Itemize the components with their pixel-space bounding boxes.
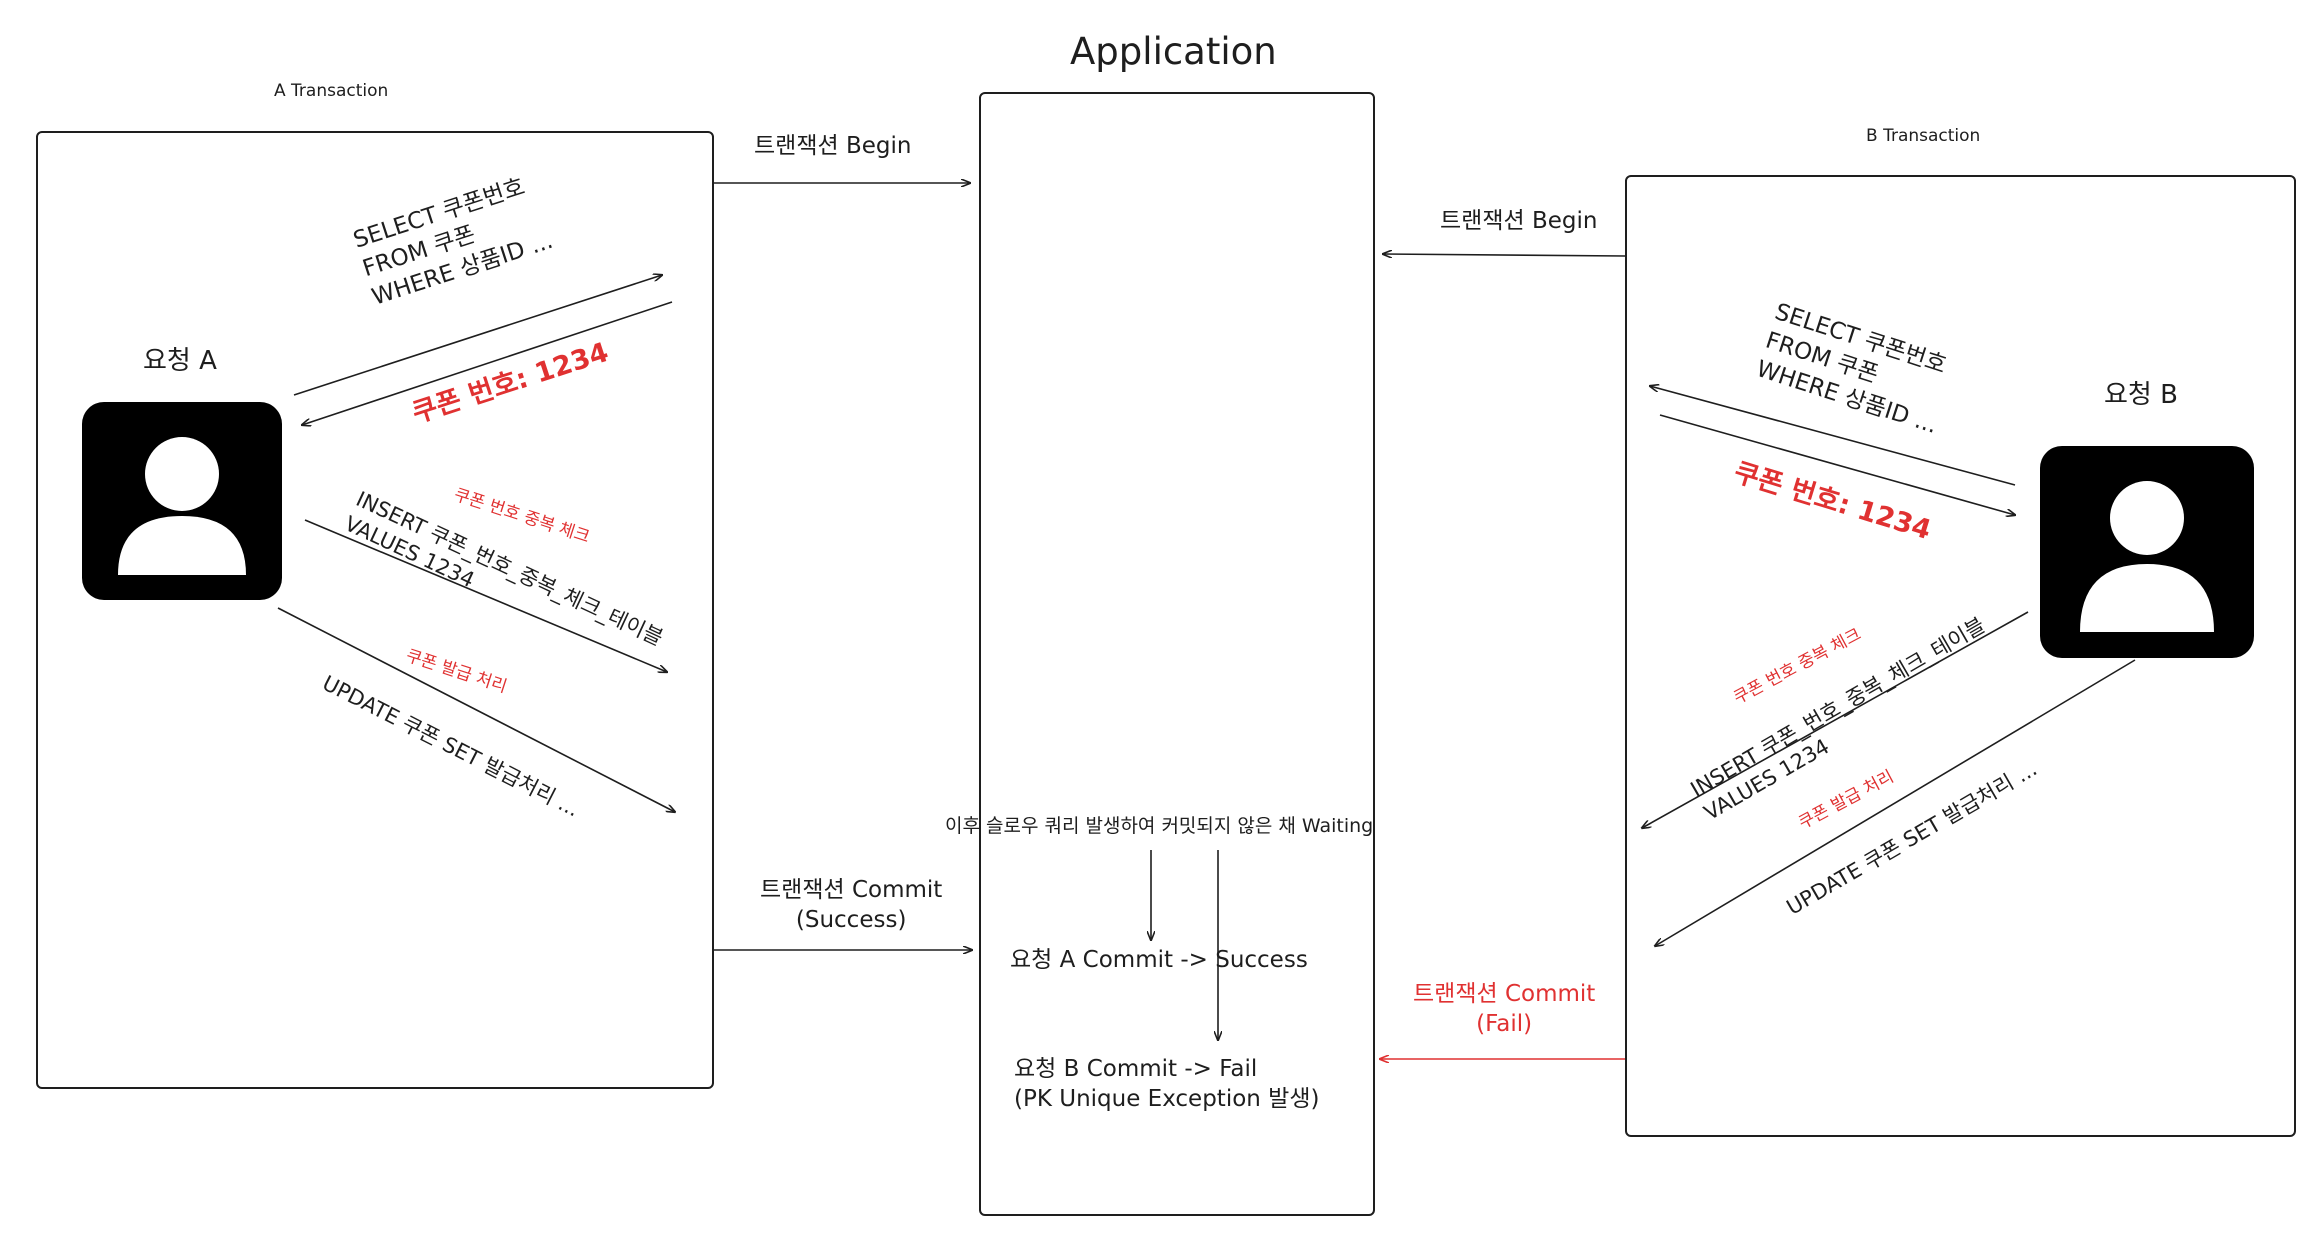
b-select-arrow — [1650, 386, 2016, 486]
application-frame — [979, 92, 1375, 1216]
a-transaction-frame — [36, 131, 714, 1089]
a-transaction-label: A Transaction — [274, 81, 389, 101]
b-transaction-label: B Transaction — [1866, 126, 1981, 146]
b-transaction-frame — [1625, 175, 2296, 1137]
page-title: Application — [1070, 30, 1277, 73]
user-avatar-icon — [82, 402, 282, 600]
a-commit-label: 트랜잭션 Commit (Success) — [760, 877, 943, 933]
a-select-arrow — [293, 275, 662, 396]
a-insert-arrow — [304, 519, 667, 672]
b-begin-label: 트랜잭션 Begin — [1440, 208, 1598, 234]
a-commit-result: 요청 A Commit -> Success — [1010, 947, 1308, 973]
b-begin-arrow — [1383, 254, 1626, 256]
b-result-arrow — [1659, 414, 2015, 515]
b-commit-result: 요청 B Commit -> Fail (PK Unique Exception… — [1014, 1056, 1320, 1112]
request-a-label: 요청 A — [143, 346, 217, 376]
user-avatar-icon — [2040, 446, 2254, 658]
a-result-arrow — [302, 301, 673, 425]
a-begin-label: 트랜잭션 Begin — [754, 133, 912, 159]
b-commit-label: 트랜잭션 Commit (Fail) — [1413, 981, 1596, 1037]
request-b-label: 요청 B — [2104, 380, 2178, 410]
a-update-arrow — [277, 607, 675, 812]
b-update-arrow — [1655, 659, 2136, 946]
slow-query-note: 이후 슬로우 쿼리 발생하여 커밋되지 않은 채 Waiting — [945, 815, 1374, 837]
b-insert-arrow — [1642, 611, 2029, 828]
